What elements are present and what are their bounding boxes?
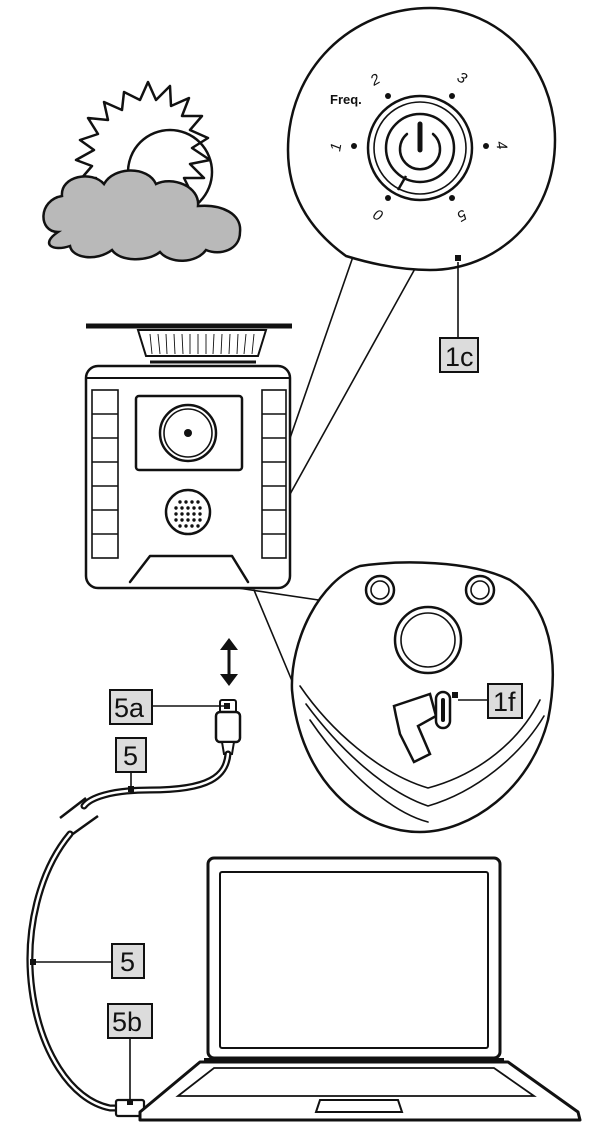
laptop-icon [138, 856, 582, 1122]
callout-5-top: 5 [115, 737, 147, 792]
svg-text:5b: 5b [112, 1007, 142, 1037]
callout-5-mid: 5 [30, 943, 145, 979]
dial-label: Freq. [330, 92, 362, 107]
dial-zoom-circle: Freq. 1 2 3 4 5 0 [286, 6, 557, 272]
svg-text:5a: 5a [114, 693, 145, 723]
callout-1c: 1c [439, 262, 479, 373]
svg-text:1f: 1f [493, 687, 516, 717]
dial-number-4: 4 [492, 140, 510, 151]
power-icon [398, 121, 442, 171]
callout-5a: 5a [109, 689, 230, 725]
svg-text:5: 5 [120, 947, 135, 977]
double-arrow-icon [220, 638, 238, 686]
callout-5b: 5b [107, 1003, 153, 1105]
usb-cable [26, 750, 232, 1118]
dial-number-1: 1 [327, 142, 345, 153]
svg-text:1c: 1c [445, 342, 474, 372]
sun-cloud-icon [42, 80, 242, 262]
device [84, 323, 292, 590]
callout-1f: 1f [458, 683, 523, 719]
port-zoom-circle [290, 561, 554, 834]
svg-text:5: 5 [123, 741, 138, 771]
